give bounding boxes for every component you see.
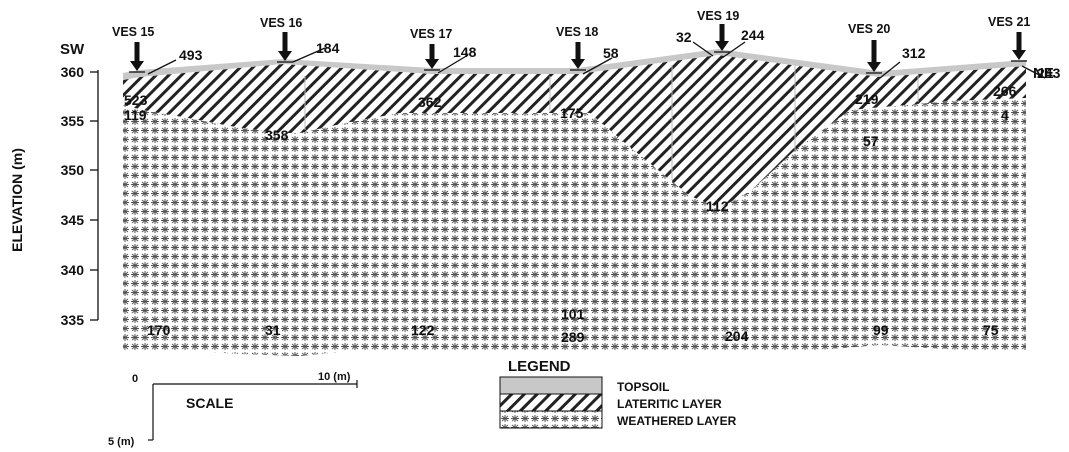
y-tick-label-345: 345	[61, 212, 85, 228]
ves-17-bottom-value: 122	[411, 322, 435, 338]
ves-marker-16	[277, 32, 293, 63]
ves-15-topsoil-value: 493	[179, 47, 203, 63]
ves-17-lateritic-value: 362	[418, 94, 442, 110]
legend-label-lateritic: LATERITIC LAYER	[617, 397, 722, 411]
ves-19-bottom-value: 204	[725, 328, 749, 344]
ves-18-bottom-upper-value: 101	[561, 306, 585, 322]
scale-horizontal: 10 (m)	[318, 371, 351, 383]
ves-marker-19	[714, 24, 730, 53]
legend-label-weathered: WEATHERED LAYER	[617, 414, 737, 428]
legend-swatch-lateritic	[499, 393, 603, 412]
ves-19-topsoil-a-value: 32	[676, 29, 692, 45]
ves-15-lateritic-value: 523	[124, 92, 148, 108]
ves-15-label: VES 15	[112, 25, 154, 39]
ves-20-label: VES 20	[848, 22, 890, 36]
ves-15-bottom-value: 170	[147, 322, 171, 338]
y-tick-label-355: 355	[61, 113, 85, 129]
ves-17-topsoil-value: 148	[453, 44, 477, 60]
ves-20-lateritic-value: 219	[855, 91, 879, 107]
scale-bar	[148, 380, 358, 441]
ves-marker-21	[1011, 32, 1027, 62]
ves-20-topsoil-value: 312	[902, 45, 926, 61]
ves-marker-17	[424, 44, 440, 71]
y-tick-label-360: 360	[61, 64, 85, 80]
ves-18-topsoil-value: 58	[603, 45, 619, 61]
ves-16-label: VES 16	[260, 16, 302, 30]
legend-swatch-topsoil	[499, 376, 603, 395]
scale-origin: 0	[132, 373, 138, 385]
ves-21-lateritic-value: 266	[993, 83, 1017, 99]
legend-label-topsoil: TOPSOIL	[617, 380, 669, 394]
topsoil-layer	[123, 49, 1026, 80]
y-tick-label-350: 350	[61, 162, 85, 178]
ves-17-label: VES 17	[410, 27, 452, 41]
sounding-boundaries	[304, 65, 919, 180]
legend-swatch-weathered	[499, 410, 603, 429]
y-tick-label-340: 340	[61, 262, 85, 278]
ves-20-weathered-value: 57	[863, 133, 879, 149]
direction-ne: NE	[1033, 65, 1054, 82]
ves-19-lateritic-value: 112	[706, 198, 729, 214]
ves-21-bottom-value: 75	[983, 322, 999, 338]
ves-21-label: VES 21	[988, 15, 1030, 29]
y-axis-label: ELEVATION (m)	[9, 148, 25, 252]
ves-marker-20	[866, 40, 882, 74]
ves-marker-15	[129, 42, 145, 73]
lateritic-layer	[123, 55, 1026, 208]
y-tick-label-335: 335	[61, 312, 85, 328]
ves-18-bottom-value: 289	[561, 329, 585, 345]
scale-vertical: 5 (m)	[108, 436, 135, 448]
ves-16-bottom-value: 31	[265, 322, 281, 338]
ves-18-label: VES 18	[556, 25, 598, 39]
ves-19-label: VES 19	[697, 9, 739, 23]
ves-16-lateritic-value: 358	[265, 127, 289, 143]
ves-21-weathered-value: 4	[1001, 107, 1009, 123]
ves-16-topsoil-value: 184	[316, 40, 340, 56]
ves-20-bottom-value: 99	[873, 322, 889, 338]
scale-title: SCALE	[186, 395, 233, 411]
legend-title: LEGEND	[508, 358, 571, 375]
ves-15-weathered-value: 119	[124, 107, 147, 123]
weathered-layer	[123, 98, 1026, 356]
ves-19-topsoil-value: 244	[741, 27, 765, 43]
ves-21-topsoil-value: 243	[1037, 65, 1061, 81]
ves-18-lateritic-value: 175	[560, 105, 584, 121]
ves-marker-18	[570, 42, 586, 71]
direction-sw: SW	[60, 41, 85, 58]
